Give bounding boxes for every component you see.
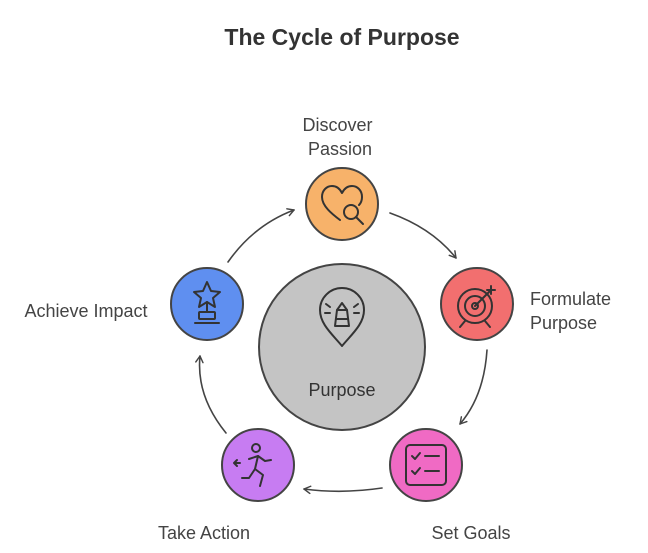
stage-label-line: Purpose: [530, 313, 597, 333]
target-arrow-icon: [457, 285, 496, 328]
stage-label-line: Take Action: [158, 523, 250, 543]
checklist-icon: [405, 444, 447, 486]
arrow-setgoals-to-takeaction: [303, 485, 383, 495]
stage-label: Take Action: [158, 523, 250, 543]
stage-label-line: Passion: [308, 139, 372, 159]
stage-discover-passion: Discover Passion: [302, 115, 379, 241]
stage-label-line: Achieve Impact: [24, 301, 147, 321]
heart-search-icon: [321, 185, 364, 225]
center-node-purpose: Purpose: [258, 263, 426, 431]
stage-label: Set Goals: [431, 523, 510, 543]
arrow-formulate-to-setgoals: [459, 349, 488, 425]
stage-label-line: Discover: [302, 115, 372, 135]
stage-circle: [389, 428, 463, 502]
arrow-takeaction-to-achieve: [195, 355, 227, 434]
cycle-arrows: [195, 208, 488, 495]
stage-label: Discover Passion: [302, 115, 377, 159]
stage-circle: [305, 167, 379, 241]
stage-label: Achieve Impact: [24, 301, 147, 321]
stage-take-action: Take Action: [158, 428, 295, 543]
stage-label-line: Set Goals: [431, 523, 510, 543]
stage-label: Formulate Purpose: [530, 289, 616, 333]
running-person-icon: [233, 443, 272, 487]
star-trophy-icon: [193, 281, 221, 324]
arrow-achieve-to-discover: [227, 208, 295, 263]
stage-set-goals: Set Goals: [389, 428, 511, 543]
stage-achieve-impact: Achieve Impact: [24, 267, 244, 341]
center-label: Purpose: [308, 380, 375, 400]
stage-formulate-purpose: Formulate Purpose: [440, 267, 616, 341]
lighthouse-pin-icon: [319, 287, 365, 347]
diagram-title: The Cycle of Purpose: [224, 24, 459, 50]
arrow-discover-to-formulate: [389, 212, 457, 259]
stage-circle: [221, 428, 295, 502]
stage-label-line: Formulate: [530, 289, 611, 309]
